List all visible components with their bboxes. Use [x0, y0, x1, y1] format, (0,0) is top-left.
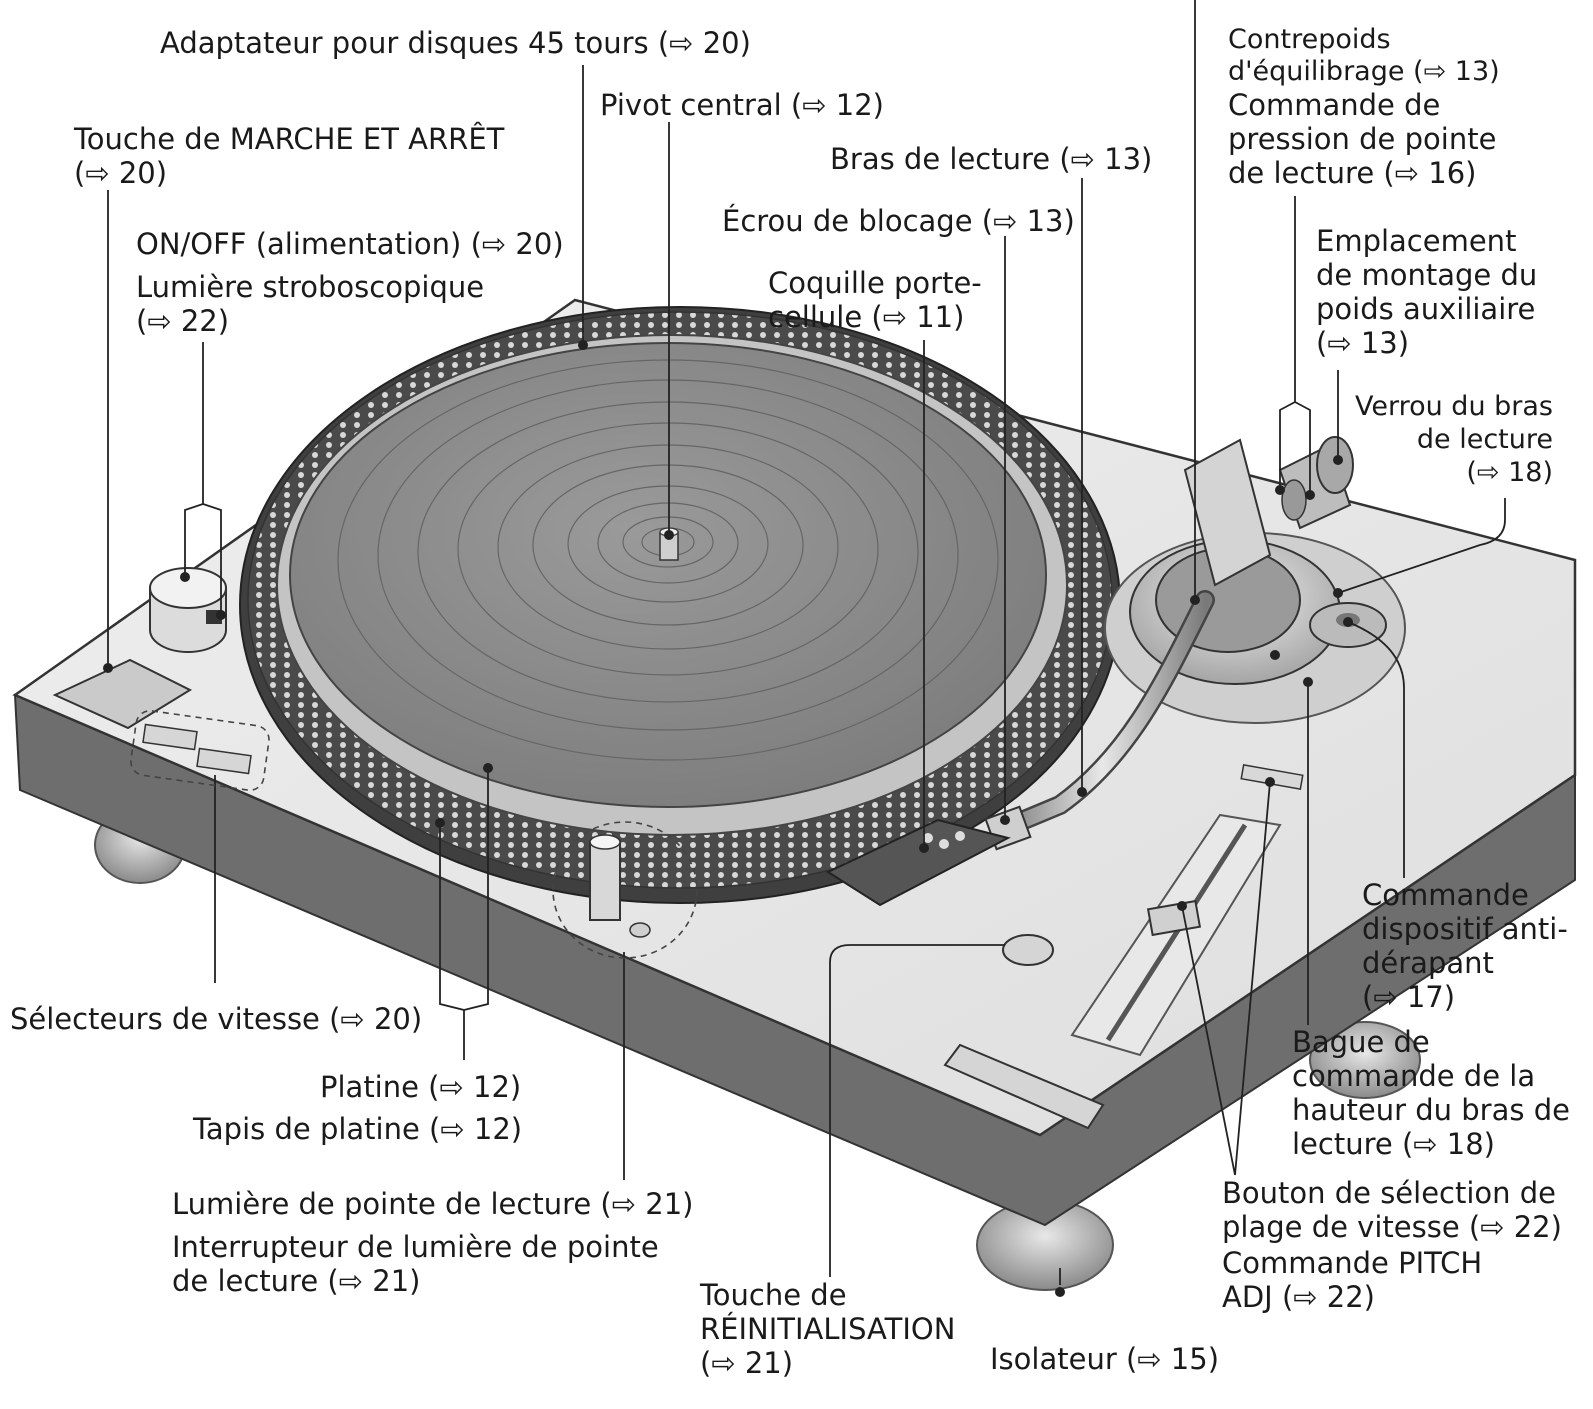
label-start-stop: Touche de MARCHE ET ARRÊT(⇨ 20): [74, 122, 505, 190]
reset-button: [1002, 934, 1054, 966]
tonearm-gimbal: [1183, 438, 1272, 587]
label-tonearm: Bras de lecture (⇨ 13): [830, 142, 1153, 176]
leader-counterweight: [1279, 196, 1311, 495]
power-knob: [149, 567, 227, 653]
leader-reset: [829, 944, 1005, 1277]
label-speed-selectors: Sélecteurs de vitesse (⇨ 20): [10, 1002, 423, 1036]
leader-power: [184, 342, 222, 615]
leader-arm-lock: [1337, 498, 1506, 594]
pitch-slider: [1070, 764, 1304, 1057]
headshell: [825, 818, 1011, 907]
label-isolator: Isolateur (⇨ 15): [990, 1342, 1220, 1376]
label-strobe-light: Lumière stroboscopique(⇨ 22): [136, 270, 485, 338]
leader-platter: [439, 768, 489, 1060]
counterweight: [1278, 436, 1354, 530]
platter-mat: [289, 342, 1047, 808]
label-stylus-light: Lumière de pointe de lecture (⇨ 21): [172, 1187, 694, 1221]
speed-selector-outline: [130, 709, 270, 791]
nameplate: [943, 1043, 1105, 1130]
speed-buttons: [142, 723, 252, 775]
stylus-light-outline: [552, 821, 698, 959]
label-pivot-central: Pivot central (⇨ 12): [600, 88, 884, 122]
leader-anti-skate: [1347, 621, 1405, 878]
leader-pitch: [1181, 781, 1271, 1176]
stylus-light: [589, 834, 651, 938]
label-platter-mat: Tapis de platine (⇨ 12): [193, 1112, 523, 1146]
label-on-off: ON/OFF (alimentation) (⇨ 20): [136, 227, 564, 261]
label-platter: Platine (⇨ 12): [320, 1070, 522, 1104]
label-adapter-45: Adaptateur pour disques 45 tours (⇨ 20): [160, 26, 751, 60]
label-lock-nut: Écrou de blocage (⇨ 13): [722, 204, 1075, 238]
label-headshell: Coquille porte-cellule (⇨ 11): [768, 266, 982, 334]
